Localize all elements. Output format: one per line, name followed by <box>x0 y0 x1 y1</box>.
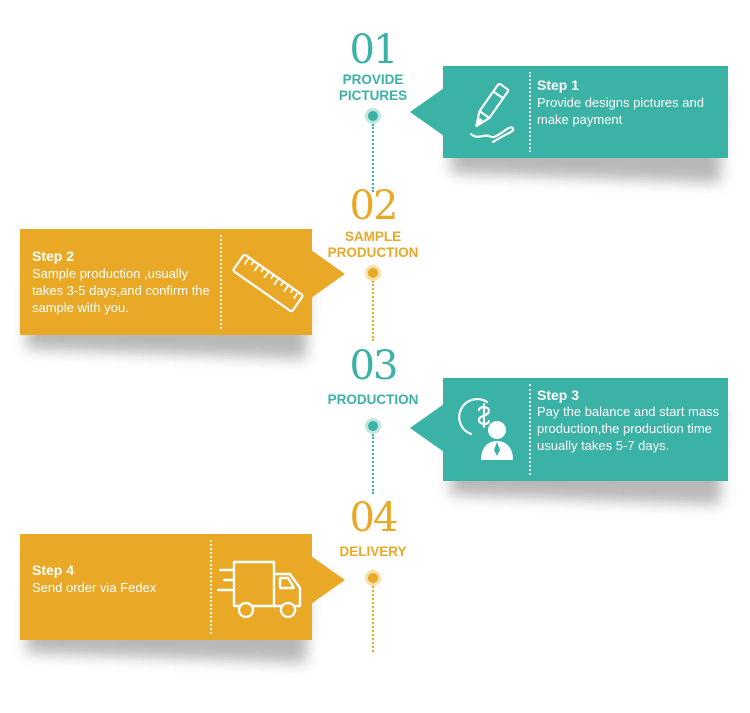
step-4-description: Send order via Fedex <box>32 580 157 595</box>
step-3-label: PRODUCTION <box>293 392 453 408</box>
step-3-card-pointer <box>410 404 444 452</box>
step-3-label-line-1: PRODUCTION <box>327 392 419 407</box>
step-2-dot <box>365 265 381 281</box>
step-4-number: 04 <box>349 495 399 541</box>
step-4-title: Step 4 <box>32 562 75 578</box>
step-2-label-line-2: PRODUCTION <box>327 245 419 260</box>
step-1-card: Step 1 Provide designs pictures and make… <box>443 66 728 158</box>
dollar-person-icon <box>449 390 525 466</box>
step-1-description: Provide designs pictures and make paymen… <box>537 95 704 127</box>
step-3-dot <box>365 418 381 434</box>
step-4-label: DELIVERY <box>293 544 453 560</box>
step-1-dot <box>365 108 381 124</box>
step-3-card: Step 3 Pay the balance and start mass pr… <box>443 378 728 481</box>
step-2-label: SAMPLE PRODUCTION <box>293 229 453 261</box>
step-1-label-line-1: PROVIDE <box>342 72 404 87</box>
step-3-title: Step 3 <box>537 387 580 403</box>
step-3-number: 03 <box>349 343 399 389</box>
step-1-card-pointer <box>410 88 444 136</box>
ruler-icon <box>228 243 308 323</box>
step-1-number: 01 <box>349 27 399 73</box>
step-1-title: Step 1 <box>537 77 580 93</box>
step-2-description: Sample production ,usually takes 3-5 day… <box>32 266 210 315</box>
step-2-label-line-1: SAMPLE <box>344 229 402 244</box>
step-2-card-divider <box>220 235 222 329</box>
timeline-connector-2 <box>372 281 374 341</box>
delivery-truck-icon <box>216 548 308 628</box>
step-1-card-divider <box>529 72 531 152</box>
step-4-label-line-1: DELIVERY <box>339 544 407 559</box>
step-4-card-divider <box>210 540 212 634</box>
step-4-dot <box>365 570 381 586</box>
step-3-card-divider <box>529 384 531 475</box>
step-2-card: Step 2 Sample production ,usually takes … <box>20 229 312 335</box>
timeline-connector-1 <box>372 124 374 192</box>
step-1-label: PROVIDE PICTURES <box>293 72 453 104</box>
step-4-card-pointer <box>311 556 345 604</box>
step-2-number: 02 <box>349 183 399 229</box>
step-2-card-pointer <box>311 250 345 298</box>
timeline-connector-3 <box>372 434 374 494</box>
pen-signature-icon <box>453 74 525 150</box>
step-3-description: Pay the balance and start mass productio… <box>537 404 720 453</box>
step-2-title: Step 2 <box>32 248 75 264</box>
step-4-card: Step 4 Send order via Fedex <box>20 534 312 640</box>
step-1-label-line-2: PICTURES <box>338 88 408 103</box>
timeline-connector-4 <box>372 586 374 652</box>
